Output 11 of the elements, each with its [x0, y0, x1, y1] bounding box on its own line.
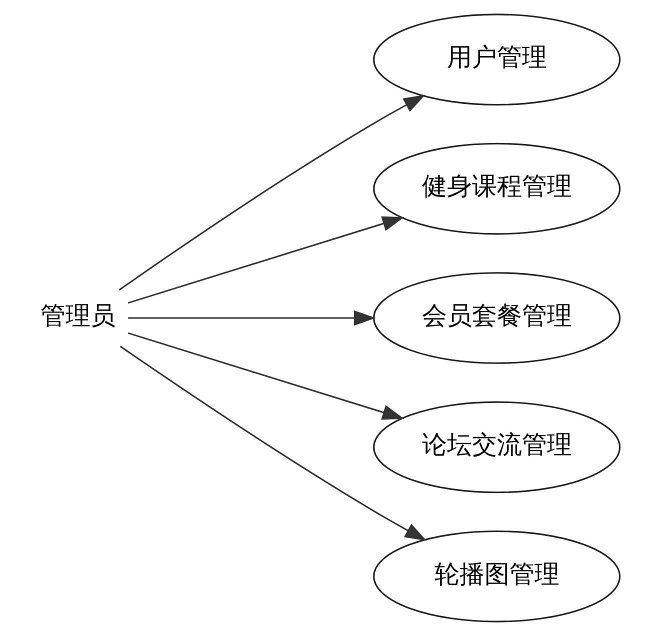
node-ellipse: 用户管理 [373, 14, 621, 106]
arrow [118, 94, 426, 291]
arrow [128, 310, 376, 326]
arrow [120, 346, 427, 541]
node-ellipse: 健身课程管理 [373, 142, 621, 235]
arrow [128, 216, 404, 304]
arrow [128, 332, 404, 420]
node-ellipse: 会员套餐管理 [373, 272, 621, 364]
node-text: 管理员 [40, 300, 116, 330]
node-ellipse: 轮播图管理 [373, 530, 621, 622]
node-ellipse: 论坛交流管理 [373, 401, 621, 494]
